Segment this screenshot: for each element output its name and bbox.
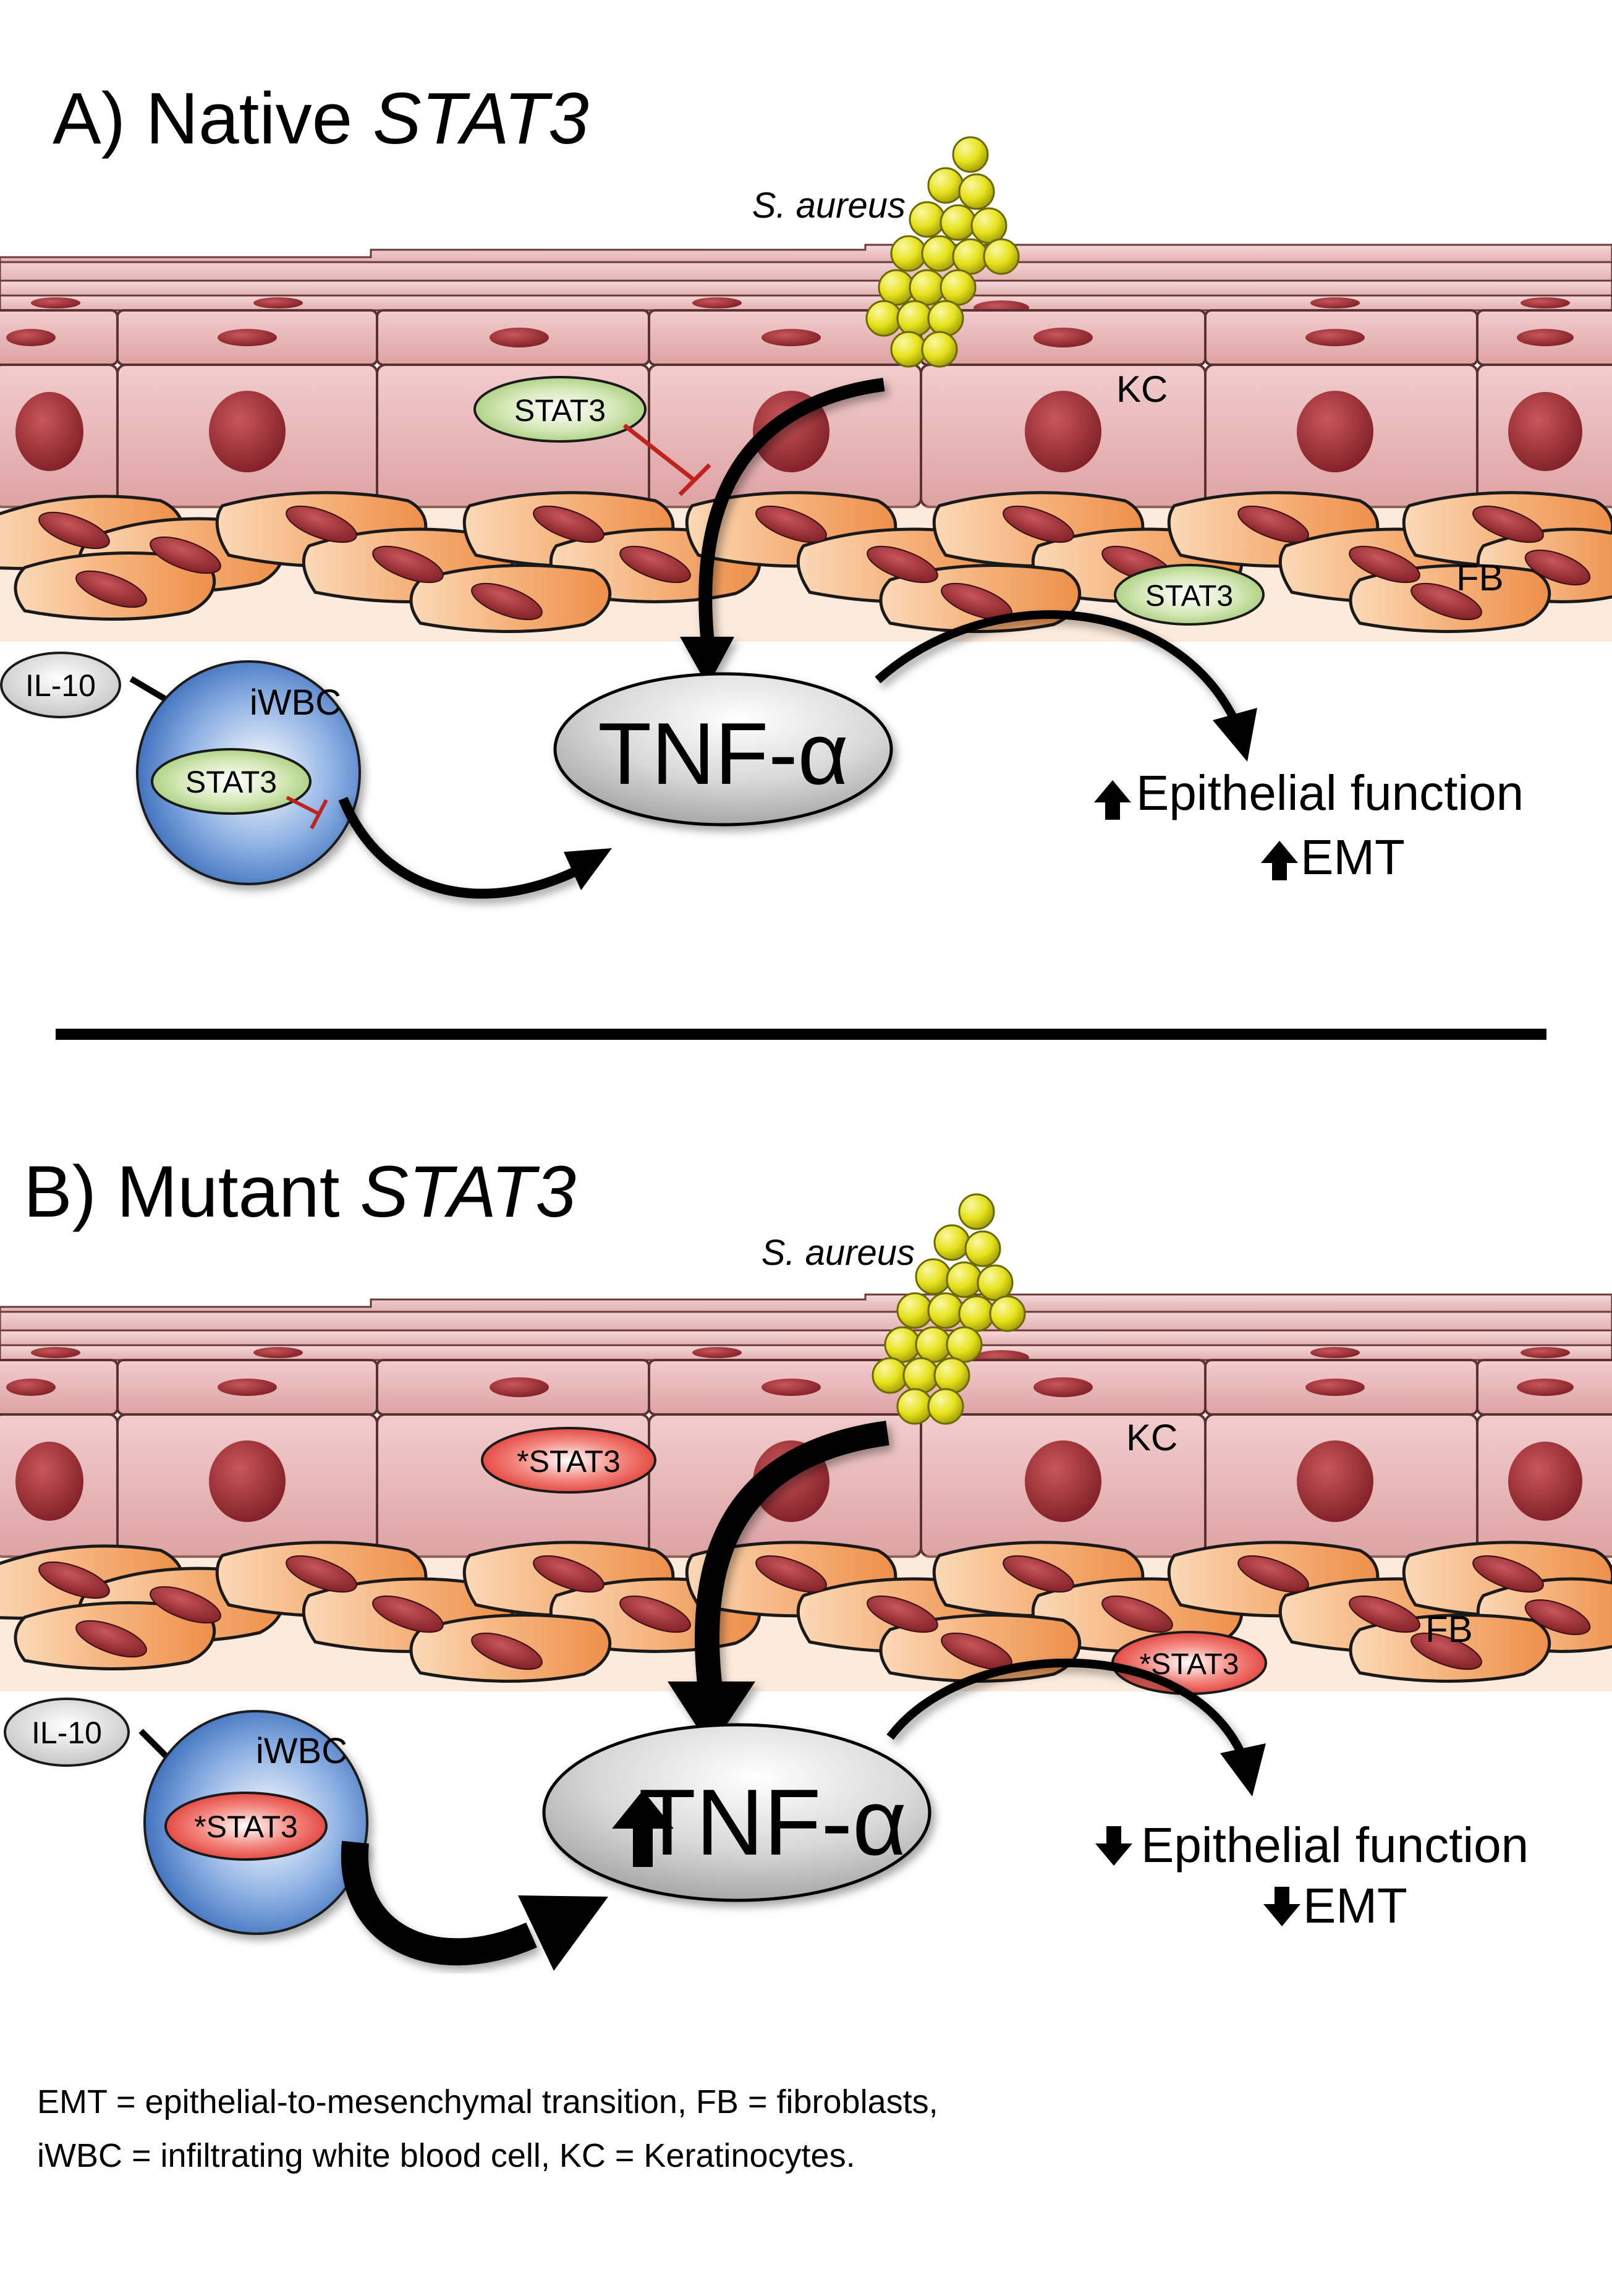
panel-a-bacteria-label: S. aureus: [752, 185, 906, 226]
panel-a: A) Native STAT3 S. aureus KC FB STAT3 ST…: [0, 78, 1612, 899]
panel-a-tnf-alpha: [553, 672, 893, 827]
panel-a-inhibition-line-iwbc: [286, 796, 320, 815]
svg-text:IL-10: IL-10: [32, 1716, 102, 1750]
svg-text:IL-10: IL-10: [25, 668, 96, 703]
svg-text:STAT3: STAT3: [514, 393, 606, 428]
svg-text:*STAT3: *STAT3: [517, 1444, 621, 1479]
panel-a-tnf-label: TNF-α: [598, 705, 848, 803]
panel-b-outcome-epithelial: Epithelial function: [1095, 1818, 1529, 1873]
panel-b-iwbc-label: iWBC: [256, 1731, 347, 1771]
svg-text:Epithelial function: Epithelial function: [1136, 765, 1524, 820]
panel-a-arrow-bacteria-to-tnf: [698, 378, 885, 644]
panel-a-stat3-kc: STAT3: [473, 376, 647, 443]
panel-a-inhibition-line-kc: [622, 423, 697, 483]
panel-b-tnf-label: TNF-α: [638, 1770, 907, 1875]
panel-a-title: A) Native STAT3: [53, 78, 589, 159]
up-arrow-icon: [1094, 780, 1131, 820]
svg-text:EMT: EMT: [1300, 830, 1405, 885]
panel-a-il10: IL-10: [0, 652, 121, 718]
panel-a-tissue: [0, 245, 1612, 642]
svg-text:*STAT3: *STAT3: [194, 1809, 298, 1844]
panel-a-kc-label: KC: [1116, 368, 1168, 410]
panel-divider: [56, 1029, 1546, 1040]
panel-a-stat3-iwbc: STAT3: [151, 748, 312, 815]
panel-a-iwbc-label: iWBC: [250, 682, 341, 723]
panel-b-kc-label: KC: [1126, 1417, 1177, 1458]
svg-text:STAT3: STAT3: [185, 765, 277, 799]
down-arrow-icon: [1263, 1887, 1300, 1926]
panel-a-outcome-emt: EMT: [1261, 830, 1405, 885]
panel-a-arrow-iwbc-to-tnf: [338, 796, 577, 899]
panel-b-arrow-bacteria-to-tnf: [695, 1421, 889, 1696]
panel-b-stat3-fb: *STAT3: [1111, 1631, 1267, 1695]
panel-b-fb-label: FB: [1425, 1609, 1473, 1650]
panel-b-arrow-tnf-to-outcome: [886, 1659, 1247, 1758]
panel-b-title: B) Mutant STAT3: [23, 1151, 576, 1233]
footnote-line-2: iWBC = infiltrating white blood cell, KC…: [37, 2137, 855, 2174]
panel-b: B) Mutant STAT3 S. aureus KC FB *STAT3 *…: [0, 1151, 1612, 1971]
panel-b-il10: IL-10: [4, 1698, 130, 1767]
footnote-line-1: EMT = epithelial-to-mesenchymal transiti…: [37, 2083, 938, 2120]
panel-a-arrow-tnf-to-outcome: [875, 610, 1241, 726]
panel-b-arrow-iwbc-to-tnf: [341, 1840, 537, 1966]
panel-b-stat3-kc: *STAT3: [481, 1427, 656, 1494]
panel-b-bacteria-label: S. aureus: [761, 1233, 915, 1273]
svg-text:EMT: EMT: [1303, 1878, 1407, 1933]
panel-a-outcome-epithelial: Epithelial function: [1094, 765, 1524, 820]
panel-b-outcome-emt: EMT: [1263, 1878, 1407, 1933]
up-arrow-icon: [612, 1790, 674, 1867]
panel-a-fb-label: FB: [1456, 557, 1504, 598]
svg-text:Epithelial function: Epithelial function: [1141, 1818, 1529, 1873]
up-arrow-icon: [1261, 841, 1298, 880]
svg-text:STAT3: STAT3: [1145, 580, 1233, 613]
panel-b-tissue: [0, 1295, 1612, 1691]
panel-b-stat3-iwbc: *STAT3: [164, 1792, 328, 1861]
down-arrow-icon: [1095, 1826, 1132, 1866]
panel-a-stat3-fb: STAT3: [1114, 564, 1265, 626]
